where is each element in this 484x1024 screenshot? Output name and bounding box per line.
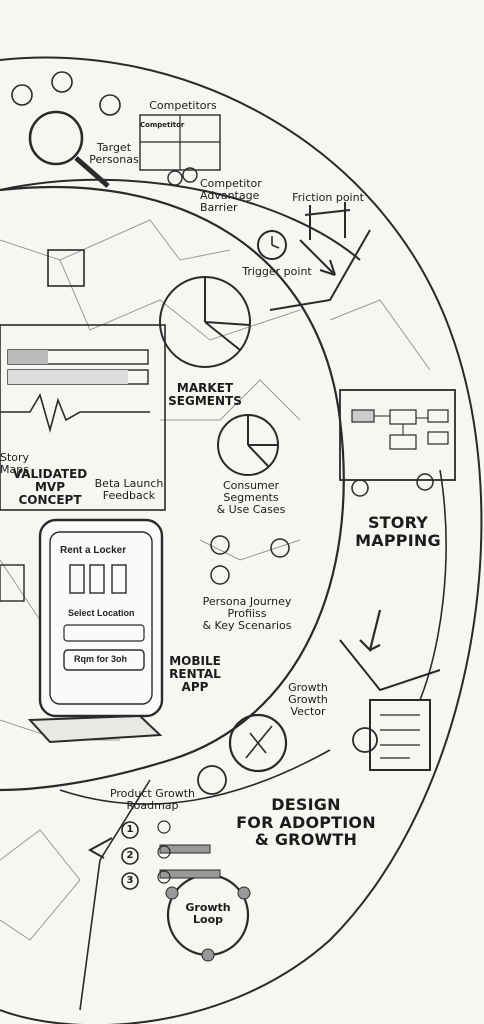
clipboard-icon <box>369 699 431 771</box>
friction-point-label: Friction point <box>292 191 364 204</box>
middle-ring-top <box>0 178 361 261</box>
growth-loop-label: Growth Loop <box>185 901 231 927</box>
divider-top <box>269 229 371 311</box>
design-growth-title: DESIGN FOR ADOPTION & GROWTH <box>236 795 376 850</box>
target-personas-label: Target Personas <box>89 141 139 167</box>
growth-vector-label: Growth Growth Vector <box>288 681 328 719</box>
mvp-dashboard <box>0 324 166 511</box>
phone-title: Rent a Locker <box>60 545 127 556</box>
money-bag-icon-2 <box>352 727 378 753</box>
divider-right <box>339 639 441 692</box>
competitor-card-label: Competitor <box>140 121 185 129</box>
money-bag-icon <box>197 765 227 795</box>
competitors-label: Competitors <box>149 99 217 112</box>
mobile-rental-app-label: MOBILE RENTAL APP <box>169 654 221 695</box>
waveform <box>0 392 150 434</box>
story-maps-label: Story Maps <box>0 451 30 477</box>
magnifier-icon <box>28 110 84 166</box>
network-lines <box>0 219 431 941</box>
roadmap-step-3: 3 <box>126 875 134 886</box>
validated-mvp-label: VALIDATED MVP CONCEPT <box>12 467 88 508</box>
roadmap-step-1: 1 <box>126 824 134 835</box>
competitor-barrier-label: Competitor Advantage Barrier <box>200 177 262 215</box>
phone-select-location: Select Location <box>68 608 135 618</box>
market-segments-label: MARKET SEGMENTS <box>168 381 242 409</box>
middle-ring-right <box>419 469 447 701</box>
trigger-point-label: Trigger point <box>242 265 312 278</box>
persona-journey-label: Persona Journey Profiiss & Key Scenarios <box>202 595 292 633</box>
product-roadmap-label: Product Growth Roadmap <box>109 787 196 813</box>
inner-circle <box>0 185 345 792</box>
phone-rent-button: Rqm for 3oh <box>74 654 127 664</box>
story-board <box>339 389 456 481</box>
phone-stand <box>27 714 163 744</box>
story-mapping-title: STORY MAPPING <box>355 513 441 550</box>
beta-feedback-label: Beta Launch Feedback <box>94 477 164 503</box>
friction-barrier <box>304 202 351 240</box>
qr-code <box>47 249 85 287</box>
consumer-segments-label: Consumer Segments & Use Cases <box>216 479 286 517</box>
qr-code-left <box>0 564 25 602</box>
outer-ring <box>0 56 483 1024</box>
compass-icon <box>228 713 288 773</box>
roadmap-step-2: 2 <box>126 850 134 861</box>
clock-icon <box>257 230 287 260</box>
divider-bottom <box>79 779 151 1011</box>
middle-ring-bottom <box>59 749 331 805</box>
